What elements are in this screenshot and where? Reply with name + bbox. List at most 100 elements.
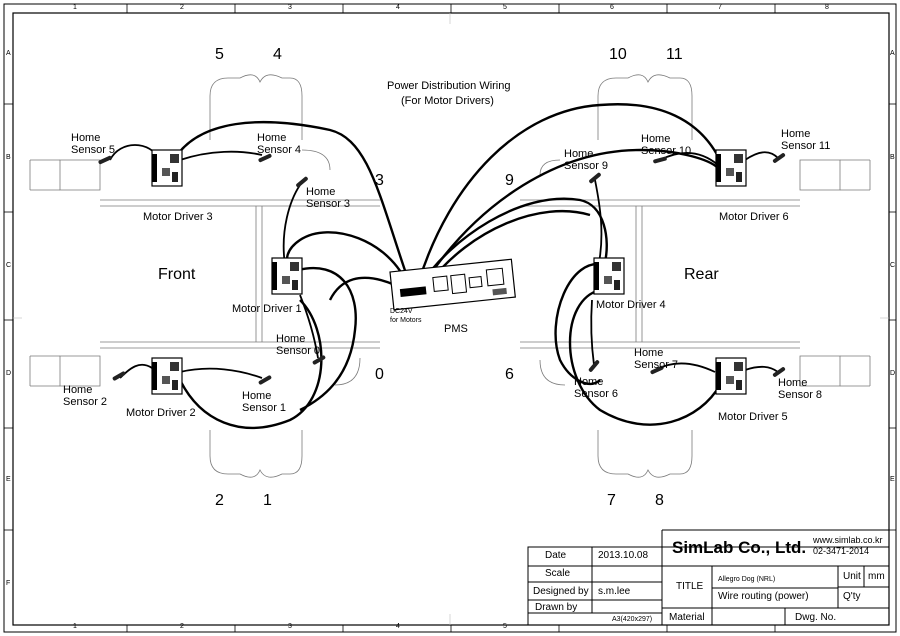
outer-border bbox=[3, 3, 897, 633]
zone-row-b-right: B bbox=[890, 154, 895, 161]
home-sensor-5-line1: Home bbox=[71, 132, 101, 144]
home-sensor-11-line1: Home bbox=[781, 128, 811, 140]
home-sensor-10-line2: Sensor 10 bbox=[641, 145, 692, 157]
zone-col-3-bottom: 3 bbox=[288, 623, 292, 630]
zone-row-d-right: D bbox=[890, 370, 896, 377]
home-sensor-3-line1: Home bbox=[306, 186, 336, 198]
power-cables bbox=[173, 103, 722, 430]
leg-number-2: 2 bbox=[215, 492, 224, 509]
title-block-lines bbox=[527, 529, 890, 626]
zone-row-a-left: A bbox=[6, 50, 11, 57]
home-sensor-6-line2: Sensor 6 bbox=[574, 388, 619, 400]
home-sensor-10-line1: Home bbox=[641, 133, 671, 145]
home-sensor-4-line2: Sensor 4 bbox=[257, 144, 302, 156]
leg-number-10: 10 bbox=[609, 46, 627, 63]
robot-outline bbox=[29, 74, 871, 478]
front-label: Front bbox=[158, 266, 196, 283]
home-sensor-5-line2: Sensor 5 bbox=[71, 144, 116, 156]
date-value: 2013.10.08 bbox=[598, 550, 649, 561]
motor-driver-1-label: Motor Driver 1 bbox=[232, 303, 302, 315]
qty-label: Q'ty bbox=[843, 591, 861, 602]
sensor-cables bbox=[109, 144, 779, 379]
drawn-by-label: Drawn by bbox=[535, 602, 578, 613]
leg-number-3: 3 bbox=[375, 172, 384, 189]
zone-row-d-left: D bbox=[6, 370, 12, 377]
home-sensor-8-line2: Sensor 8 bbox=[778, 389, 823, 401]
zone-row-c-left: C bbox=[6, 262, 12, 269]
designed-by-label: Designed by bbox=[533, 586, 589, 597]
home-sensor-3-line2: Sensor 3 bbox=[306, 198, 351, 210]
leg-number-9: 9 bbox=[505, 172, 514, 189]
company-phone: 02-3471-2014 bbox=[813, 546, 870, 556]
motor-driver-2-label: Motor Driver 2 bbox=[126, 407, 196, 419]
leg-number-6: 6 bbox=[505, 366, 514, 383]
pms-board bbox=[389, 258, 516, 311]
zone-ticks bbox=[4, 4, 896, 632]
date-label: Date bbox=[545, 550, 567, 561]
leg-number-0: 0 bbox=[375, 366, 384, 383]
zone-row-e-left: E bbox=[6, 476, 11, 483]
home-sensor-0-line1: Home bbox=[276, 333, 306, 345]
dwg-no-label: Dwg. No. bbox=[795, 612, 837, 623]
leg-number-4: 4 bbox=[273, 46, 282, 63]
zone-col-6-top: 6 bbox=[610, 4, 614, 11]
zone-col-8-top: 8 bbox=[825, 4, 829, 11]
leg-number-8: 8 bbox=[655, 492, 664, 509]
zone-row-f-left: F bbox=[6, 580, 11, 587]
motor-driver-4-label: Motor Driver 4 bbox=[596, 299, 666, 311]
zone-col-7-top: 7 bbox=[718, 4, 722, 11]
zone-row-a-right: A bbox=[890, 50, 895, 57]
dc-label-line2: for Motors bbox=[390, 317, 422, 324]
home-sensor-6-line1: Home bbox=[574, 376, 604, 388]
pms-label: PMS bbox=[444, 323, 468, 335]
motor-driver-3-label: Motor Driver 3 bbox=[143, 211, 213, 223]
home-sensor-2-line2: Sensor 2 bbox=[63, 396, 108, 408]
unit-label: Unit bbox=[843, 571, 861, 582]
zone-col-4-bottom: 4 bbox=[396, 623, 400, 630]
zone-col-2-top: 2 bbox=[180, 4, 184, 11]
diagram-title: Power Distribution Wiring bbox=[387, 80, 511, 92]
zone-col-1-top: 1 bbox=[73, 4, 77, 11]
scale-label: Scale bbox=[545, 568, 571, 579]
home-sensor-marks bbox=[98, 153, 786, 385]
zone-col-4-top: 4 bbox=[396, 4, 400, 11]
company-website: www.simlab.co.kr bbox=[813, 535, 883, 545]
dc-label-line1: DC24V bbox=[390, 308, 413, 315]
zone-row-b-left: B bbox=[6, 154, 11, 161]
zone-col-1-bottom: 1 bbox=[73, 623, 77, 630]
home-sensor-2-line1: Home bbox=[63, 384, 93, 396]
zone-col-2-bottom: 2 bbox=[180, 623, 184, 630]
drawing-title: Wire routing (power) bbox=[718, 591, 809, 602]
rear-label: Rear bbox=[684, 266, 719, 283]
home-sensor-1-line2: Sensor 1 bbox=[242, 402, 287, 414]
zone-col-5-bottom: 5 bbox=[503, 623, 507, 630]
unit-value: mm bbox=[868, 571, 885, 582]
zone-col-3-top: 3 bbox=[288, 4, 292, 11]
sheet-size: A3(420x297) bbox=[612, 616, 653, 623]
home-sensor-9-line1: Home bbox=[564, 148, 594, 160]
leg-number-7: 7 bbox=[607, 492, 616, 509]
leg-number-1: 1 bbox=[263, 492, 272, 509]
home-sensor-7-line2: Sensor 7 bbox=[634, 359, 679, 371]
home-sensor-11-line2: Sensor 11 bbox=[781, 140, 831, 152]
zone-row-c-right: C bbox=[890, 262, 896, 269]
leg-number-11: 11 bbox=[666, 46, 683, 63]
motor-driver-5-label: Motor Driver 5 bbox=[718, 411, 788, 423]
home-sensor-8-line1: Home bbox=[778, 377, 808, 389]
home-sensor-7-line1: Home bbox=[634, 347, 664, 359]
motor-driver-boards bbox=[151, 149, 747, 395]
company-name: SimLab Co., Ltd. bbox=[672, 538, 807, 557]
center-lines bbox=[13, 13, 889, 625]
